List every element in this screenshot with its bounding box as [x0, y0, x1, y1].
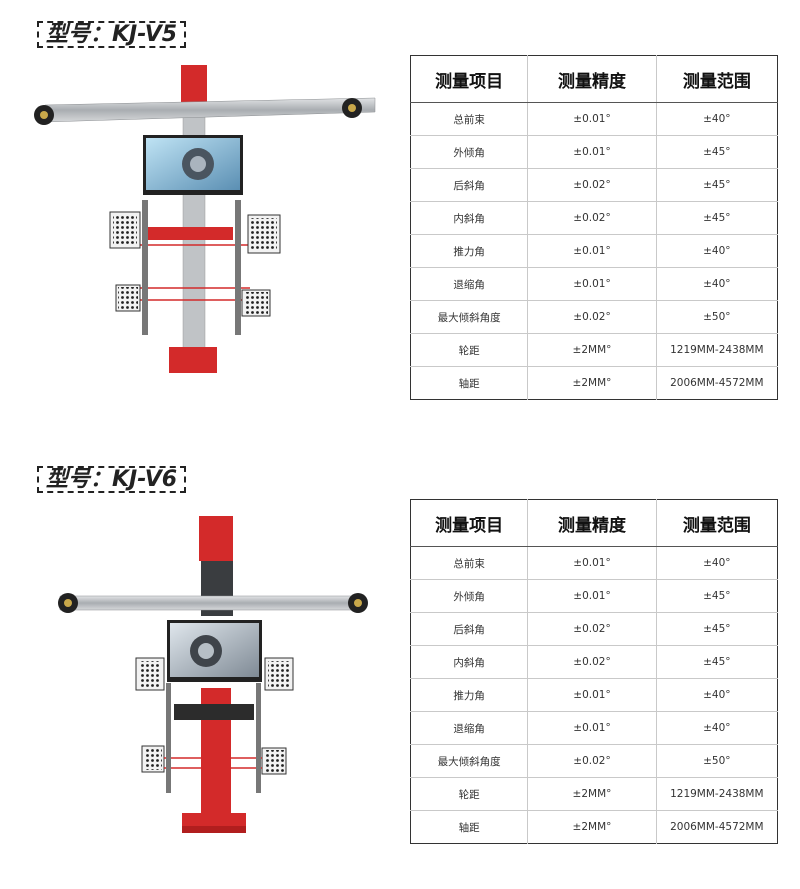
cell-item: 后斜角: [410, 612, 528, 646]
cell-range: ±50°: [655, 300, 778, 334]
cell-range: ±40°: [655, 711, 778, 745]
table-row: 轮距±2MM°1219MM-2438MM: [410, 777, 778, 811]
cell-item: 外倾角: [410, 135, 528, 169]
cell-range: ±45°: [655, 168, 778, 202]
table-row: 内斜角±0.02°±45°: [410, 201, 778, 235]
cell-precision: ±0.01°: [527, 267, 657, 301]
cell-precision: ±2MM°: [527, 810, 657, 844]
cell-precision: ±0.02°: [527, 612, 657, 646]
cell-precision: ±0.01°: [527, 711, 657, 745]
cell-precision: ±0.02°: [527, 201, 657, 235]
wheel-aligner-kj-v5-image: [34, 65, 376, 373]
cell-item: 内斜角: [410, 645, 528, 679]
cell-range: ±45°: [655, 645, 778, 679]
table-row: 最大倾斜角度±0.02°±50°: [410, 300, 778, 334]
cell-precision: ±0.01°: [527, 678, 657, 712]
cell-precision: ±0.01°: [527, 546, 657, 580]
cell-range: ±40°: [655, 234, 778, 268]
table-row: 后斜角±0.02°±45°: [410, 168, 778, 202]
table-row: 外倾角±0.01°±45°: [410, 579, 778, 613]
cell-precision: ±2MM°: [527, 333, 657, 367]
table-row: 最大倾斜角度±0.02°±50°: [410, 744, 778, 778]
cell-item: 内斜角: [410, 201, 528, 235]
header-precision: 测量精度: [527, 55, 657, 103]
cell-item: 轴距: [410, 366, 528, 400]
cell-item: 推力角: [410, 678, 528, 712]
cell-precision: ±0.02°: [527, 300, 657, 334]
cell-range: ±45°: [655, 612, 778, 646]
cell-range: 1219MM-2438MM: [655, 777, 778, 811]
table-row: 内斜角±0.02°±45°: [410, 645, 778, 679]
cell-range: ±40°: [655, 546, 778, 580]
table-row: 轴距±2MM°2006MM-4572MM: [410, 366, 778, 400]
table-row: 轴距±2MM°2006MM-4572MM: [410, 810, 778, 844]
cell-item: 后斜角: [410, 168, 528, 202]
cell-range: ±45°: [655, 579, 778, 613]
table-row: 推力角±0.01°±40°: [410, 678, 778, 712]
header-range: 测量范围: [655, 499, 778, 547]
table-header-row: 测量项目 测量精度 测量范围: [410, 499, 778, 547]
cell-range: 2006MM-4572MM: [655, 810, 778, 844]
table-row: 总前束±0.01°±40°: [410, 546, 778, 580]
cell-precision: ±2MM°: [527, 777, 657, 811]
cell-range: 1219MM-2438MM: [655, 333, 778, 367]
cell-precision: ±0.01°: [527, 579, 657, 613]
cell-item: 推力角: [410, 234, 528, 268]
spec-table-kj-v5: 测量项目 测量精度 测量范围 总前束±0.01°±40° 外倾角±0.01°±4…: [410, 55, 778, 400]
cell-item: 总前束: [410, 546, 528, 580]
cell-item: 轮距: [410, 333, 528, 367]
cell-range: ±50°: [655, 744, 778, 778]
header-item: 测量项目: [410, 55, 528, 103]
cell-item: 轴距: [410, 810, 528, 844]
cell-precision: ±0.01°: [527, 135, 657, 169]
cell-item: 退缩角: [410, 711, 528, 745]
cell-range: ±45°: [655, 201, 778, 235]
table-row: 推力角±0.01°±40°: [410, 234, 778, 268]
cell-item: 外倾角: [410, 579, 528, 613]
spec-table-kj-v6: 测量项目 测量精度 测量范围 总前束±0.01°±40° 外倾角±0.01°±4…: [410, 499, 778, 844]
cell-precision: ±2MM°: [527, 366, 657, 400]
header-precision: 测量精度: [527, 499, 657, 547]
model-label-kj-v6: 型号：KJ-V6: [37, 466, 187, 493]
header-range: 测量范围: [655, 55, 778, 103]
table-row: 退缩角±0.01°±40°: [410, 711, 778, 745]
cell-precision: ±0.02°: [527, 168, 657, 202]
table-row: 外倾角±0.01°±45°: [410, 135, 778, 169]
cell-item: 总前束: [410, 102, 528, 136]
header-item: 测量项目: [410, 499, 528, 547]
cell-range: ±40°: [655, 267, 778, 301]
table-row: 后斜角±0.02°±45°: [410, 612, 778, 646]
cell-range: ±40°: [655, 678, 778, 712]
cell-range: ±40°: [655, 102, 778, 136]
cell-range: 2006MM-4572MM: [655, 366, 778, 400]
table-row: 退缩角±0.01°±40°: [410, 267, 778, 301]
cell-range: ±45°: [655, 135, 778, 169]
wheel-aligner-kj-v6-image: [58, 516, 368, 833]
cell-item: 最大倾斜角度: [410, 744, 528, 778]
table-row: 轮距±2MM°1219MM-2438MM: [410, 333, 778, 367]
cell-item: 最大倾斜角度: [410, 300, 528, 334]
table-row: 总前束±0.01°±40°: [410, 102, 778, 136]
cell-precision: ±0.02°: [527, 645, 657, 679]
cell-item: 轮距: [410, 777, 528, 811]
cell-precision: ±0.01°: [527, 234, 657, 268]
cell-precision: ±0.01°: [527, 102, 657, 136]
table-header-row: 测量项目 测量精度 测量范围: [410, 55, 778, 103]
cell-precision: ±0.02°: [527, 744, 657, 778]
cell-item: 退缩角: [410, 267, 528, 301]
model-label-kj-v5: 型号：KJ-V5: [37, 21, 187, 48]
